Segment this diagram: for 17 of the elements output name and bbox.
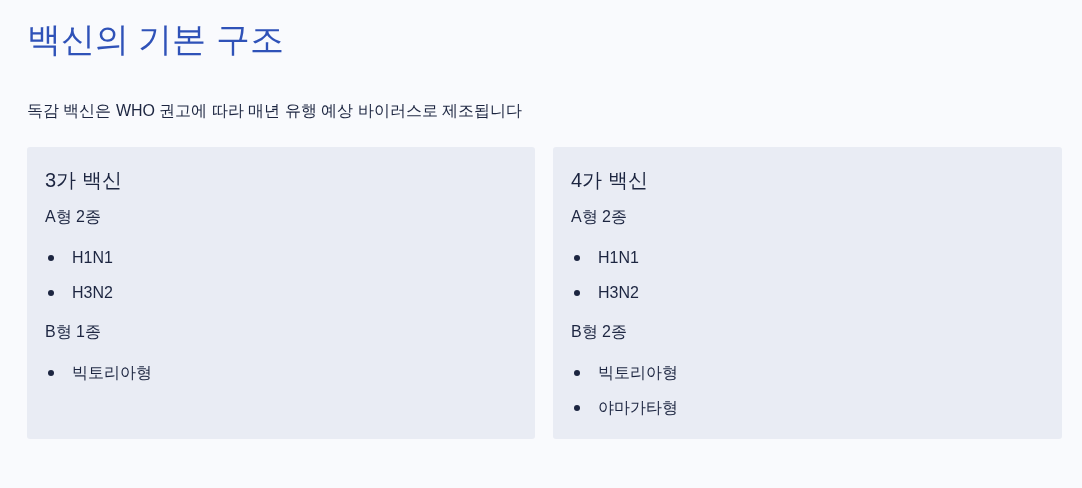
- list-item: H1N1: [72, 248, 113, 268]
- page-title: 백신의 기본 구조: [27, 19, 284, 60]
- panel: [27, 147, 535, 439]
- subheading: B형 1종: [45, 323, 101, 340]
- panel-heading: 4가 백신: [571, 169, 648, 191]
- list-item: 빅토리아형: [72, 363, 152, 383]
- panel-heading: 3가 백신: [45, 169, 122, 191]
- subtitle-text: 독감 백신은 WHO 권고에 따라 매년 유행 예상 바이러스로 제조됩니다: [27, 101, 523, 121]
- list-item: H3N2: [72, 283, 113, 303]
- subheading: A형 2종: [571, 208, 627, 225]
- subheading: A형 2종: [45, 208, 101, 225]
- list-item: H3N2: [598, 283, 639, 303]
- list-item: 빅토리아형: [598, 363, 678, 383]
- subheading: B형 2종: [571, 323, 627, 340]
- list-item: 야마가타형: [598, 398, 678, 418]
- list-item: H1N1: [598, 248, 639, 268]
- panel: [553, 147, 1062, 439]
